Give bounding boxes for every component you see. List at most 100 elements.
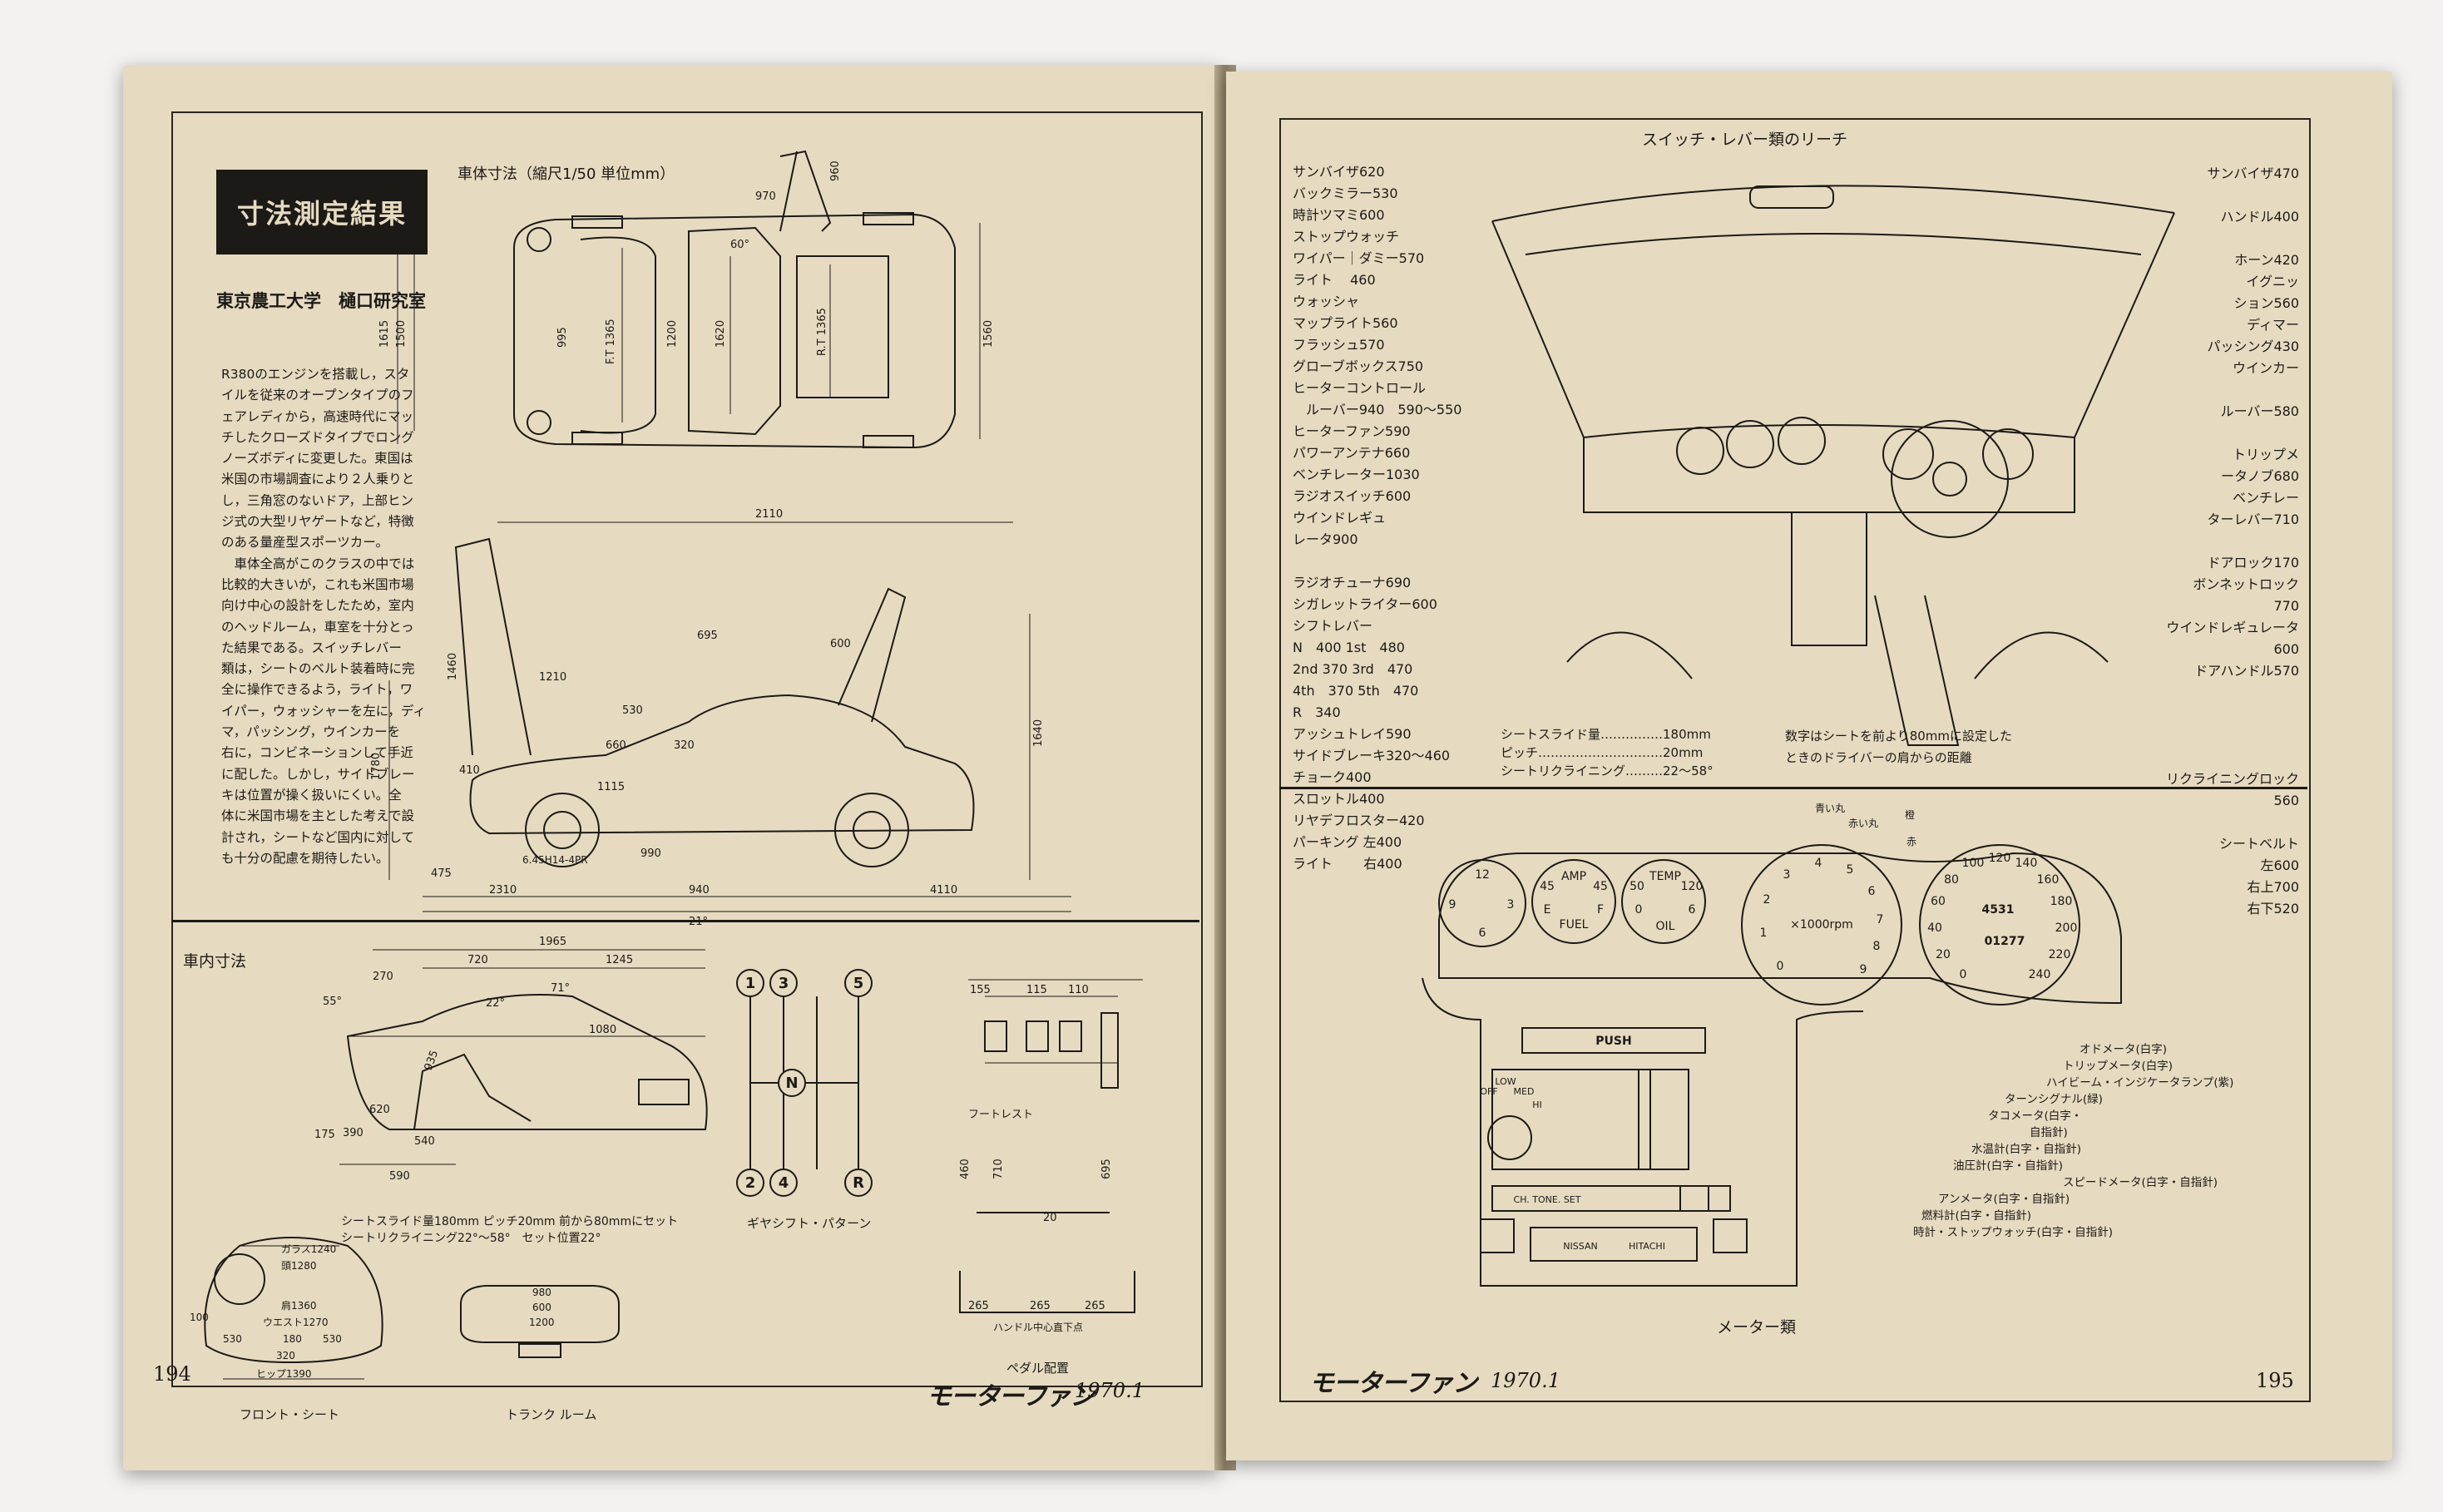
meter-top-label: 赤い丸 (1848, 818, 1878, 829)
reach-label: 600 (2273, 641, 2299, 657)
meter-callout: アンメータ(白字・自指針) (1938, 1193, 2070, 1206)
dim-label: 1210 (539, 671, 566, 684)
body-line: 全に操作できるよう，ライト，ワ (221, 682, 413, 698)
reach-label: 770 (2273, 598, 2299, 614)
dim-label: 2110 (755, 508, 783, 521)
pedal-layout-drawing: 155 115 110 265 265 265 460 710 695 20 フ… (959, 979, 1143, 1333)
body-dims-title: 車体寸法（縮尺1/50 単位mm） (457, 166, 675, 183)
car-side-view-drawing: 2110 1460 1210 530 695 600 1780 410 660 … (370, 508, 1071, 928)
dim-label: 71° (551, 982, 570, 995)
section-title-box: 寸法測定結果 (216, 170, 428, 254)
console-label: LOW (1495, 1076, 1516, 1087)
reach-label: バックミラー530 (1293, 185, 1398, 201)
left-page: 寸法測定結果 東京農工大学 樋口研究室 R380のエンジンを搭載し，スタ イルを… (123, 65, 1219, 1470)
dim-label: 2310 (489, 884, 517, 897)
meter-callout: 水温計(白字・自指針) (1971, 1143, 2082, 1156)
seat-table-row: シートリクライニング………22～58° (1501, 763, 1714, 778)
reach-label: ライト 460 (1293, 272, 1376, 288)
reach-label: ヒーターファン590 (1293, 423, 1411, 439)
body-line: た結果である。スイッチレバー (221, 640, 402, 655)
speedo-tick: 180 (2050, 895, 2073, 908)
seat-caption-2: シートリクライニング22°～58° セット位置22° (341, 1232, 601, 1245)
reach-label: アッシュトレイ590 (1293, 726, 1412, 742)
trip-meter: 4531 (1982, 903, 2015, 917)
seat-dim: 530 (223, 1333, 242, 1345)
reach-labels-left: サンバイザ620 バックミラー530 時計ツマミ600 ストップウォッチ ワイパ… (1293, 161, 1461, 875)
dim-label: 115 (1026, 984, 1047, 996)
reach-label: チョーク400 (1293, 769, 1372, 785)
reach-label: ディマー (2247, 317, 2299, 333)
right-page-frame (1279, 118, 2311, 1402)
reach-note: 数字はシートを前より80mmに設定した ときのドライバーの肩からの距離 (1785, 725, 2012, 768)
reach-label: ウォッシャ (1293, 294, 1360, 309)
dim-label: F.T 1365 (605, 319, 617, 364)
reach-label (2158, 186, 2299, 208)
reach-label: マップライト560 (1293, 315, 1398, 331)
gear-r: R (853, 1174, 864, 1192)
console-label: MED (1514, 1086, 1535, 1097)
reach-label: ータノブ680 (2220, 468, 2299, 484)
dim-label: 1115 (597, 781, 625, 793)
reach-label: ション560 (2233, 295, 2299, 311)
dim-label: 4110 (930, 884, 957, 897)
reach-label (2158, 381, 2299, 403)
fuel-label: F (1597, 903, 1604, 917)
clock-label: 6 (1479, 926, 1486, 940)
oil-label: 0 (1635, 903, 1643, 917)
tach-tick: 3 (1783, 868, 1791, 882)
pedal-caption: ペダル配置 (1006, 1361, 1070, 1376)
dim-label: 320 (674, 739, 695, 752)
reach-label (1293, 551, 1461, 572)
trunk-dim: 600 (532, 1302, 551, 1313)
reach-label: ルーバー580 (2220, 403, 2299, 419)
reach-label: パッシング430 (2207, 338, 2299, 354)
reach-label: グローブボックス750 (1293, 358, 1424, 374)
reach-label: シガレットライター600 (1293, 596, 1437, 612)
section-divider (171, 920, 1199, 922)
tach-tick: 7 (1877, 913, 1884, 926)
amp-label: 45 (1540, 880, 1555, 893)
reach-label (2158, 532, 2299, 554)
dim-label: 20 (1043, 1212, 1057, 1224)
speedo-tick: 0 (1960, 968, 1967, 981)
body-line: 向け中心の設計をしたため，室内 (221, 598, 414, 614)
dim-label: 720 (467, 954, 488, 966)
dim-label: 1500 (395, 320, 408, 348)
reach-label: ドアハンドル570 (2194, 663, 2299, 679)
dim-label: 270 (373, 971, 393, 983)
reach-label: サンバイザ620 (1293, 164, 1385, 180)
reach-label: R 340 (1293, 704, 1341, 720)
reach-label: リクライニングロック (2165, 771, 2299, 787)
reach-label: ハンドル400 (2220, 209, 2299, 225)
body-line: キは位置が操く扱いにくい。全 (221, 787, 402, 803)
dim-label: 540 (414, 1135, 435, 1148)
dim-label: 530 (622, 704, 643, 717)
odometer: 01277 (1985, 935, 2025, 948)
reach-label (2158, 705, 2299, 727)
reach-label (2158, 684, 2299, 705)
tach-tick: 9 (1860, 963, 1867, 976)
trunk-caption: トランク ルーム (506, 1407, 597, 1422)
reach-label: ラジオスイッチ600 (1293, 488, 1412, 504)
body-line: 右に，コンビネーションして手近 (221, 745, 413, 761)
body-line: 体に米国市場を主とした考えで設 (221, 808, 415, 824)
tach-tick: 2 (1763, 893, 1771, 907)
dim-label: 460 (959, 1159, 972, 1179)
reach-label: 左600 (2260, 857, 2299, 873)
amp-label: AMP (1561, 870, 1586, 883)
body-line: チしたクローズドタイプでロング (221, 429, 414, 445)
speedo-tick: 140 (2015, 857, 2038, 870)
reach-title: スイッチ・レバー類のリーチ (1642, 131, 1848, 149)
seat-dim: 320 (276, 1350, 295, 1361)
reach-label: シフトレバー (1293, 618, 1373, 634)
dim-label: 1080 (589, 1024, 616, 1036)
clock-label: 3 (1507, 898, 1515, 912)
magazine-logo-left: モーターファン (927, 1382, 1095, 1411)
reach-label: 4th 370 5th 470 (1293, 683, 1419, 699)
dim-label: 1620 (715, 320, 727, 348)
body-line: イパー，ウォッシャーを左に，ディ (221, 703, 426, 719)
reach-label: パーキング 左400 (1293, 834, 1402, 850)
meter-top-label: 青い丸 (1815, 803, 1845, 814)
left-page-frame (171, 111, 1203, 1387)
meter-callout: タコメータ(白字・ (1988, 1109, 2083, 1123)
